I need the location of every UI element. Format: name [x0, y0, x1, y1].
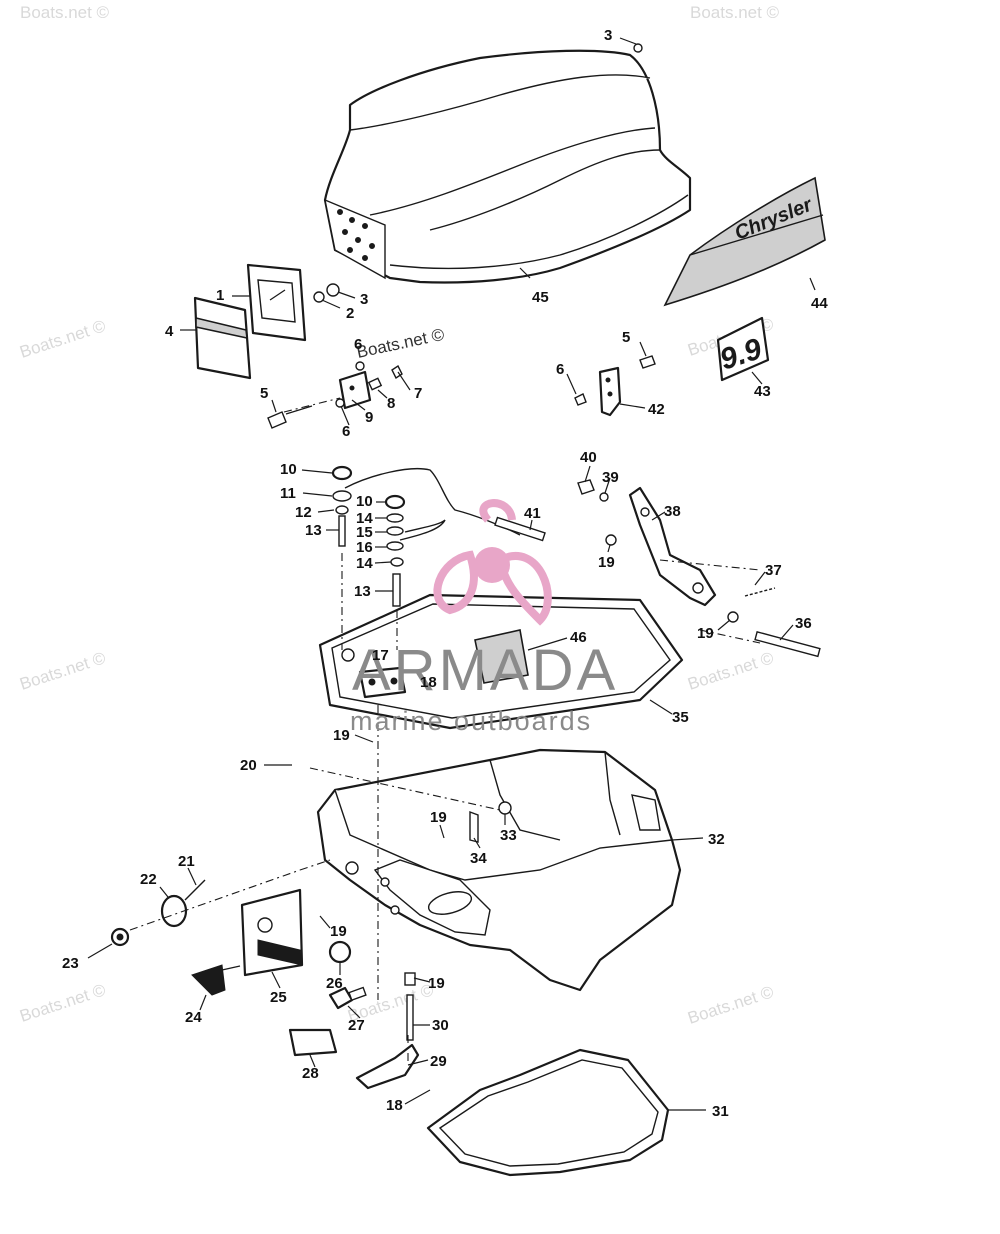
watermark-text: Boats.net © — [685, 982, 776, 1028]
callout-4: 4 — [165, 323, 174, 340]
callout-46: 46 — [570, 629, 587, 646]
callout-29: 29 — [430, 1053, 447, 1070]
callout-36: 36 — [795, 615, 812, 632]
callout-11: 11 — [280, 485, 296, 502]
part-43-hp-decal: 9.9 — [716, 316, 770, 382]
callout-24: 24 — [185, 1009, 202, 1026]
callout-31: 31 — [712, 1103, 729, 1120]
part-45-top-cowl — [323, 49, 692, 284]
callout-12: 12 — [295, 504, 312, 521]
callout-numbers: 3 1 2 3 4 45 44 43 5 6 42 5 7 8 9 6 6 10… — [62, 27, 828, 1120]
callout-45: 45 — [532, 289, 549, 306]
callout-6: 6 — [342, 423, 350, 440]
callout-19: 19 — [330, 923, 347, 940]
part-32-lower-cowl — [316, 748, 682, 992]
callout-19: 19 — [697, 625, 714, 642]
callout-21: 21 — [178, 853, 195, 870]
callout-13: 13 — [354, 583, 371, 600]
callout-32: 32 — [708, 831, 725, 848]
part-1-lens-frame — [246, 263, 307, 342]
callout-44: 44 — [811, 295, 828, 312]
callout-8: 8 — [387, 395, 395, 412]
alignment-lines — [129, 397, 761, 1065]
callout-20: 20 — [240, 757, 257, 774]
callout-18: 18 — [386, 1097, 403, 1114]
callout-leaders — [87, 37, 816, 1111]
watermark-text: Boats.net © — [685, 648, 776, 694]
armada-logo-watermark: ARMADA marine outboards — [350, 499, 618, 736]
callout-14: 14 — [356, 555, 373, 572]
watermark-text: Boats.net © — [690, 3, 780, 22]
hardware-stack — [331, 465, 406, 607]
callout-19: 19 — [430, 809, 447, 826]
callout-13: 13 — [305, 522, 322, 539]
callout-3: 3 — [360, 291, 368, 308]
callout-10: 10 — [356, 493, 373, 510]
callout-19: 19 — [333, 727, 350, 744]
watermark-text: Boats.net © — [355, 325, 447, 362]
callout-2: 2 — [346, 305, 354, 322]
callout-19: 19 — [428, 975, 445, 992]
part-4-plate — [193, 296, 252, 380]
part-46-plate — [474, 629, 529, 684]
callout-1: 1 — [216, 287, 224, 304]
watermark-text: Boats.net © — [17, 316, 108, 362]
callout-42: 42 — [648, 401, 665, 418]
logo-title: ARMADA — [352, 638, 618, 703]
callout-3: 3 — [604, 27, 612, 44]
callout-9: 9 — [365, 409, 373, 426]
watermark-text: Boats.net © — [17, 980, 108, 1026]
part-38-lever-assembly — [577, 479, 821, 658]
callout-5: 5 — [260, 385, 268, 402]
callout-19: 19 — [598, 554, 615, 571]
callout-18: 18 — [420, 674, 437, 691]
callout-23: 23 — [62, 955, 79, 972]
callout-6: 6 — [354, 336, 362, 353]
part-41-linkage-rod — [344, 468, 546, 542]
callout-22: 22 — [140, 871, 157, 888]
callout-41: 41 — [524, 505, 541, 522]
part-44-chrysler-decal: Chrysler — [663, 176, 826, 307]
callout-10: 10 — [280, 461, 297, 478]
callout-26: 26 — [326, 975, 343, 992]
callout-38: 38 — [664, 503, 681, 520]
watermark-text: Boats.net © — [17, 648, 108, 694]
callout-5: 5 — [622, 329, 630, 346]
callout-43: 43 — [754, 383, 771, 400]
callout-28: 28 — [302, 1065, 319, 1082]
callout-35: 35 — [672, 709, 689, 726]
callout-6: 6 — [556, 361, 564, 378]
callout-7: 7 — [414, 385, 422, 402]
callout-34: 34 — [470, 850, 487, 867]
callout-14: 14 — [356, 510, 373, 527]
callout-25: 25 — [270, 989, 287, 1006]
hardware-cover-mount — [267, 43, 656, 429]
callout-17: 17 — [372, 647, 389, 664]
logo-subtitle: marine outboards — [350, 706, 592, 736]
callout-39: 39 — [602, 469, 619, 486]
callout-30: 30 — [432, 1017, 449, 1034]
lower-hardware — [110, 879, 420, 1090]
callout-37: 37 — [765, 562, 782, 579]
watermark-text: Boats.net © — [20, 3, 110, 22]
part-31-lower-gasket — [426, 1048, 670, 1177]
callout-15: 15 — [356, 524, 373, 541]
callout-40: 40 — [580, 449, 597, 466]
callout-16: 16 — [356, 539, 373, 556]
callout-33: 33 — [500, 827, 517, 844]
callout-27: 27 — [348, 1017, 365, 1034]
